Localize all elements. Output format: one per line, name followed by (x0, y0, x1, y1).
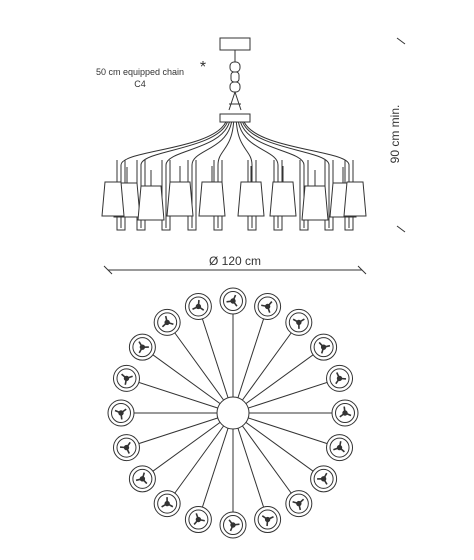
radial-arm (198, 306, 233, 413)
central-hub (220, 114, 250, 122)
lamp-head-icon (286, 491, 312, 517)
radial-arm (142, 347, 233, 413)
lamp-shade (167, 182, 193, 216)
lamp-head-icon (185, 507, 211, 533)
radial-arm (233, 322, 299, 413)
chain-label-line1: 50 cm equipped chain (96, 67, 184, 77)
lamp-head-icon (327, 435, 353, 461)
lamp-head-icon (129, 466, 155, 492)
radial-arm (126, 378, 233, 413)
lamp-shade (270, 182, 296, 216)
lamp-head-icon (154, 309, 180, 335)
height-label: 90 cm min. (388, 105, 402, 164)
lamp-shade (302, 186, 328, 220)
lamp-shade (102, 182, 124, 216)
central-hub-top (217, 397, 249, 429)
chain-asterisk: * (200, 59, 206, 76)
radial-arm (233, 413, 268, 520)
chandelier-top-view (108, 288, 358, 538)
radial-arm (233, 306, 268, 413)
lamp-head-icon (255, 507, 281, 533)
lamp-head-icon (220, 512, 246, 538)
lamp-head-icon (311, 334, 337, 360)
radial-arm (167, 413, 233, 504)
radial-arm (142, 413, 233, 479)
lamp-shade (344, 182, 366, 216)
lamp-head-icon (113, 365, 139, 391)
chain (229, 50, 241, 110)
lamp-head-icon (108, 400, 134, 426)
radial-arm (233, 413, 324, 479)
diameter-label: Ø 120 cm (209, 254, 261, 268)
ceiling-canopy (220, 38, 250, 50)
radial-arm (126, 413, 233, 448)
lamp-head-icon (332, 400, 358, 426)
radial-arm (233, 378, 340, 413)
lamp-head-icon (220, 288, 246, 314)
lamp-head-icon (185, 293, 211, 319)
lamp-head-icon (327, 365, 353, 391)
lamp-head-icon (255, 293, 281, 319)
lamp-shade (138, 186, 164, 220)
radial-arm (167, 322, 233, 413)
chain-label-line2: C4 (134, 79, 146, 89)
radial-arm (198, 413, 233, 520)
lamp-shades (102, 166, 366, 220)
lamp-head-icon (286, 309, 312, 335)
lamp-head-icon (113, 435, 139, 461)
lamp-head-icon (129, 334, 155, 360)
radial-arm (233, 413, 340, 448)
lamp-shade (238, 182, 264, 216)
radial-arm (233, 347, 324, 413)
lamp-head-icon (311, 466, 337, 492)
radial-arm (233, 413, 299, 504)
lamp-shade (199, 182, 225, 216)
lamp-head-icon (154, 491, 180, 517)
